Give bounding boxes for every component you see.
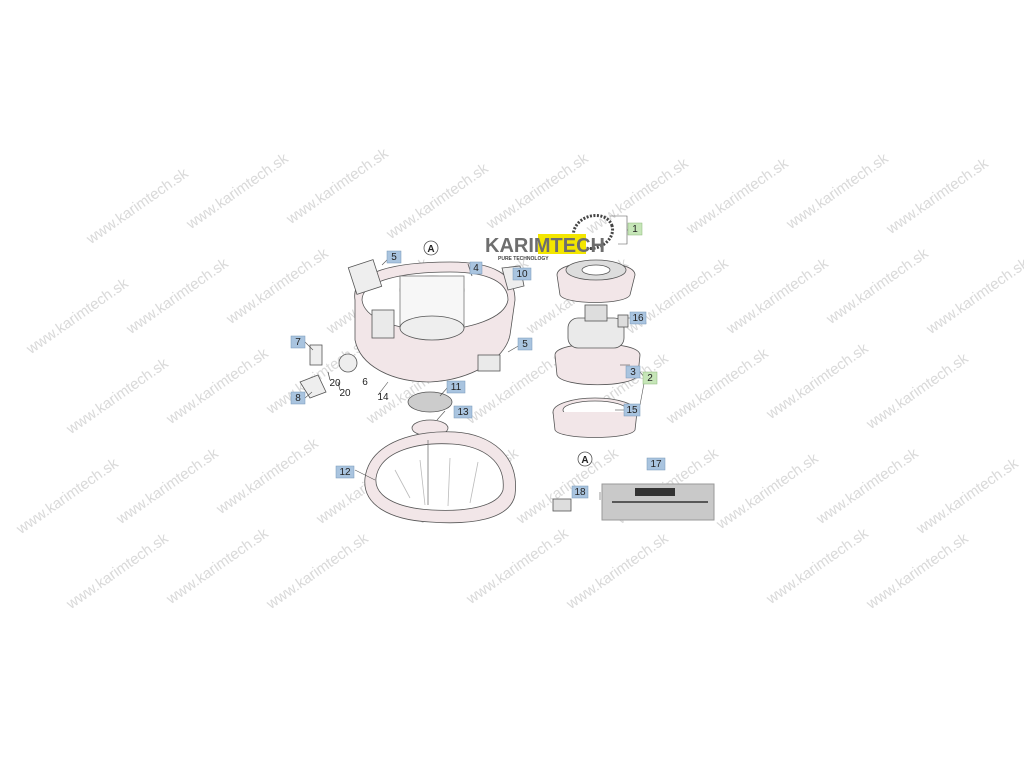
callout-10[interactable]: 10 (512, 267, 532, 281)
watermark-text: www.karimtech.sk (883, 155, 992, 239)
callout-20-lower[interactable]: 20 (339, 388, 351, 399)
karimtech-logo: KARIMTECH PURE TECHNOLOGY (485, 234, 605, 262)
logo-tagline: PURE TECHNOLOGY (498, 256, 549, 262)
watermark-text: www.karimtech.sk (163, 345, 272, 429)
callout-13[interactable]: 13 (453, 405, 473, 419)
watermark-text: www.karimtech.sk (63, 355, 172, 439)
callout-18[interactable]: 18 (571, 485, 589, 499)
watermark-text: www.karimtech.sk (223, 245, 332, 329)
callout-number: 20 (329, 378, 341, 389)
filter-disc (407, 391, 453, 437)
cable-photo (601, 483, 715, 521)
watermark-text: www.karimtech.sk (823, 245, 932, 329)
callout-8[interactable]: 8 (290, 391, 306, 405)
callout-5-right[interactable]: 5 (517, 337, 533, 351)
callout-12[interactable]: 12 (335, 465, 355, 479)
callout-3[interactable]: 3 (625, 365, 641, 379)
watermark-text: www.karimtech.sk (283, 145, 392, 229)
logo-brand: KARIMTECH (485, 235, 605, 257)
watermark-text: www.karimtech.sk (863, 350, 972, 434)
callout-2[interactable]: 2 (642, 371, 658, 385)
watermark-text: www.karimtech.sk (63, 530, 172, 614)
callout-1[interactable]: 1 (627, 222, 643, 236)
callout-number: 10 (516, 269, 528, 280)
marker-a-top: A (423, 240, 439, 256)
motor-base-ring (552, 397, 638, 438)
watermark-text: www.karimtech.sk (463, 525, 572, 609)
motor-cover (556, 259, 636, 303)
watermark-text: www.karimtech.sk (113, 445, 222, 529)
callout-5-top[interactable]: 5 (386, 250, 402, 264)
watermark-text: www.karimtech.sk (723, 255, 832, 339)
watermark-text: www.karimtech.sk (863, 530, 972, 614)
callout-17[interactable]: 17 (646, 457, 666, 471)
watermark-text: www.karimtech.sk (23, 275, 132, 359)
watermark-text: www.karimtech.sk (623, 255, 732, 339)
callout-number: 1 (632, 224, 638, 235)
callout-number: 7 (295, 337, 301, 348)
watermark-text: www.karimtech.sk (763, 525, 872, 609)
watermark-text: www.karimtech.sk (783, 150, 892, 234)
marker-a-label: A (581, 455, 588, 466)
watermark-text: www.karimtech.sk (683, 155, 792, 239)
callout-number: 5 (391, 252, 397, 263)
callout-7[interactable]: 7 (290, 335, 306, 349)
callout-15[interactable]: 15 (623, 403, 641, 417)
watermark-text: www.karimtech.sk (483, 150, 592, 234)
callout-4[interactable]: 4 (469, 261, 483, 275)
watermark-text: www.karimtech.sk (13, 455, 122, 539)
callout-number: 5 (522, 339, 528, 350)
watermark-text: www.karimtech.sk (713, 450, 822, 534)
base-tray (364, 431, 516, 524)
callout-number: 8 (295, 393, 301, 404)
watermark-text: www.karimtech.sk (123, 255, 232, 339)
callout-number: 6 (362, 377, 368, 388)
watermark-text: www.karimtech.sk (813, 445, 922, 529)
callout-number: 18 (574, 487, 586, 498)
callout-16[interactable]: 16 (629, 311, 647, 325)
watermark-text: www.karimtech.sk (183, 150, 292, 234)
motor (554, 304, 641, 386)
small-parts-right (552, 314, 629, 512)
watermark-text: www.karimtech.sk (83, 165, 192, 249)
callout-number: 12 (339, 467, 351, 478)
watermark-text: www.karimtech.sk (923, 255, 1024, 339)
marker-a-label: A (427, 244, 434, 255)
watermark-text: www.karimtech.sk (763, 340, 872, 424)
marker-a-bottom: A (577, 451, 593, 467)
callout-6[interactable]: 6 (362, 377, 368, 388)
callout-11[interactable]: 11 (446, 380, 466, 394)
callout-number: 16 (632, 313, 644, 324)
callout-number: 2 (647, 373, 653, 384)
callout-number: 20 (339, 388, 351, 399)
callout-number: 4 (473, 263, 479, 274)
watermark-text: www.karimtech.sk (563, 530, 672, 614)
callout-number: 13 (457, 407, 469, 418)
callout-number: 3 (630, 367, 636, 378)
watermark-layer: www.karimtech.skwww.karimtech.skwww.kari… (13, 145, 1024, 614)
callout-14[interactable]: 14 (377, 392, 389, 403)
callout-number: 17 (650, 459, 662, 470)
callout-number: 15 (626, 405, 638, 416)
watermark-text: www.karimtech.sk (163, 525, 272, 609)
leader-lines (304, 215, 646, 500)
watermark-text: www.karimtech.sk (263, 530, 372, 614)
callout-20-upper[interactable]: 20 (329, 378, 341, 389)
watermark-text: www.karimtech.sk (213, 435, 322, 519)
callout-number: 11 (451, 382, 462, 393)
watermark-text: www.karimtech.sk (663, 345, 772, 429)
callout-number: 14 (377, 392, 389, 403)
watermark-text: www.karimtech.sk (383, 160, 492, 244)
watermark-text: www.karimtech.sk (913, 455, 1022, 539)
upper-housing (354, 261, 516, 383)
